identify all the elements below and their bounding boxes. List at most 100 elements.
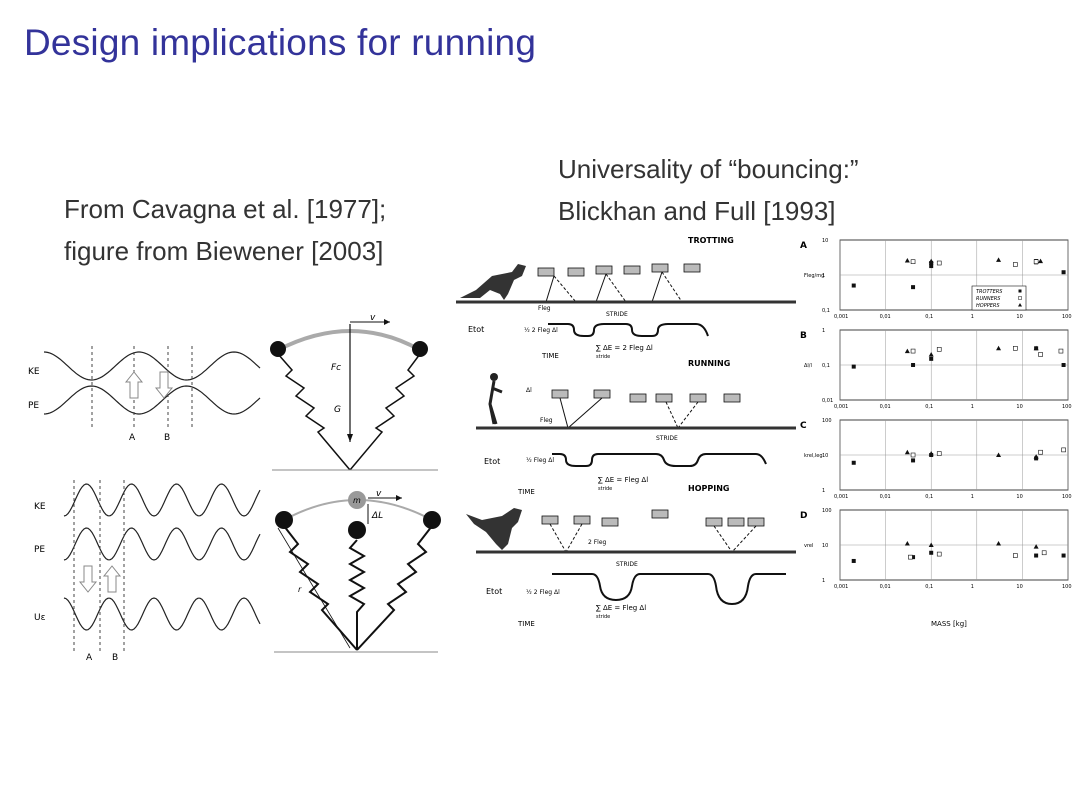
point-1-1-4 — [1058, 348, 1064, 354]
point-1-2-1 — [928, 351, 934, 357]
hop-box-2 — [601, 517, 619, 527]
marker-b-top: B — [164, 433, 170, 443]
point-1-0-2 — [929, 356, 934, 361]
ytick-1-0: 1 — [822, 328, 825, 334]
ytick-2-2: 1 — [822, 488, 825, 494]
trot-box-3 — [623, 265, 641, 275]
scatter-panels: 0,001 0,01 0,1 1 10 100 10 1 0,1 A Fleg/mgTROTTERS… — [800, 238, 1072, 590]
run-box-2 — [629, 393, 647, 403]
point-2-2-3 — [1033, 454, 1039, 459]
panel-ylabel-2: krel,leg — [804, 453, 823, 459]
hop-etot-label: Etot — [486, 587, 502, 596]
ke-wave-bottom — [63, 483, 261, 517]
ytick-2-0: 100 — [822, 418, 832, 424]
xtick-3--2: 0,01 — [880, 584, 891, 590]
xtick-0-0: 1 — [971, 314, 974, 320]
marker-b-bottom: B — [112, 653, 118, 663]
xtick-2-0: 1 — [971, 494, 974, 500]
ytick-0-2: 0,1 — [822, 308, 830, 314]
xtick-3-2: 100 — [1062, 584, 1072, 590]
trotting-panel: TROTTING Fleg STRIDE Etot ½ 2 Fleg Δl TI… — [456, 236, 796, 360]
trot-leg-2 — [595, 273, 607, 303]
trot-leg-4 — [651, 271, 663, 303]
hop-box-3 — [651, 509, 669, 519]
hop-box-4 — [705, 517, 723, 527]
trot-box-2 — [595, 265, 613, 275]
dl-label: ΔL — [371, 511, 383, 521]
trot-leg-3 — [605, 273, 627, 303]
xtick-2-1: 10 — [1016, 494, 1022, 500]
ue-wave-bottom — [63, 597, 261, 631]
m-label: m — [353, 496, 361, 505]
ytick-2-1: 10 — [822, 453, 828, 459]
ytick-3-2: 1 — [822, 578, 825, 584]
panel-letter-3: D — [800, 511, 807, 521]
hop-stride-label: STRIDE — [616, 561, 638, 568]
gait-name-running: RUNNING — [688, 359, 730, 368]
runner-head — [490, 373, 498, 381]
energy-curves-figure: KE PE A B KE PE Uε A B — [28, 346, 261, 663]
panel-letter-0: A — [800, 241, 807, 251]
down-arrow-icon — [154, 371, 174, 399]
xtick-1-2: 100 — [1062, 404, 1072, 410]
point-3-2-2 — [996, 541, 1002, 546]
xtick-0--2: 0,01 — [880, 314, 891, 320]
xtick-2--2: 0,01 — [880, 494, 891, 500]
panel-ylabel-1: Δl/l — [804, 363, 812, 369]
ue-label-bottom: Uε — [34, 613, 46, 623]
spring-left-2 — [283, 525, 358, 651]
v-label: v — [370, 313, 376, 323]
legend-mark-1 — [1018, 296, 1022, 300]
gait-name-hopping: HOPPING — [688, 484, 729, 493]
run-box-0 — [551, 389, 569, 399]
point-0-1-1 — [936, 260, 942, 266]
hop-leg-2 — [713, 525, 733, 553]
hop-box-0 — [541, 515, 559, 525]
hop-time-label: TIME — [517, 620, 535, 628]
point-0-1-3 — [1033, 259, 1039, 264]
point-3-0-2 — [929, 550, 934, 555]
fc-label: Fc — [331, 363, 341, 373]
hop-leg-3 — [731, 525, 757, 553]
point-2-2-1 — [928, 451, 934, 456]
run-etot-curve — [552, 453, 767, 467]
ytick-0-0: 10 — [822, 238, 828, 244]
trot-leg-0 — [545, 275, 555, 303]
panel-letter-2: C — [800, 421, 807, 431]
mass-right — [412, 341, 428, 357]
point-2-1-2 — [1038, 449, 1043, 455]
right-caption-line-2: Blickhan and Full [1993] — [558, 196, 836, 226]
xtick-1-1: 10 — [1016, 404, 1022, 410]
xtick-1--3: 0,001 — [834, 404, 848, 410]
legend-mark-0 — [1018, 289, 1022, 293]
mass-right-2 — [423, 511, 441, 529]
panel-ylabel-0: Fleg/mg — [804, 273, 824, 279]
xtick-2--3: 0,001 — [834, 494, 848, 500]
ke-wave-top — [43, 351, 261, 381]
pe-wave-bottom — [63, 527, 261, 561]
point-1-1-1 — [936, 347, 942, 352]
running-feet-boxes — [551, 389, 741, 429]
point-1-0-0 — [851, 364, 856, 369]
kangaroo-silhouette — [466, 508, 522, 550]
spring-center — [347, 539, 367, 650]
ke-label-top: KE — [28, 367, 40, 377]
point-1-2-0 — [904, 348, 910, 354]
trot-etot-curve — [548, 323, 709, 337]
run-dl-label: Δl — [526, 387, 532, 394]
xtick-0--1: 0,1 — [925, 314, 933, 320]
point-2-0-1 — [911, 458, 916, 463]
spring-mass-figure: m v ΔL r — [274, 489, 441, 653]
pe-label-top: PE — [28, 401, 39, 411]
ytick-3-0: 100 — [822, 508, 832, 514]
point-3-1-2 — [1013, 553, 1018, 558]
left-caption-line-2: figure from Biewener [2003] — [64, 236, 384, 266]
point-2-1-1 — [936, 451, 942, 456]
run-box-4 — [689, 393, 707, 403]
point-0-2-2 — [996, 257, 1002, 262]
